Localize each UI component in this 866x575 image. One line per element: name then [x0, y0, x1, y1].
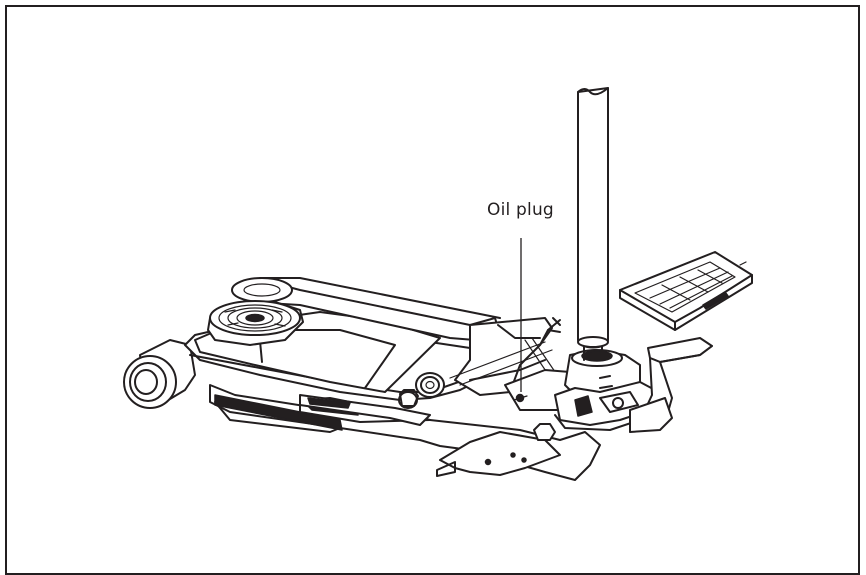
front-foot-plate	[436, 431, 561, 477]
jack-handle	[577, 87, 609, 361]
oil-plug-label: Oil plug	[487, 200, 554, 220]
oil-plug-point	[513, 393, 528, 403]
release-valve	[415, 372, 445, 398]
rear-wheel	[123, 339, 196, 409]
bolt-fitting	[398, 389, 419, 409]
front-bolt	[533, 423, 556, 441]
saddle-pad	[207, 300, 304, 346]
pedal-plate-detail	[619, 251, 753, 331]
foot-pedal	[629, 337, 713, 433]
